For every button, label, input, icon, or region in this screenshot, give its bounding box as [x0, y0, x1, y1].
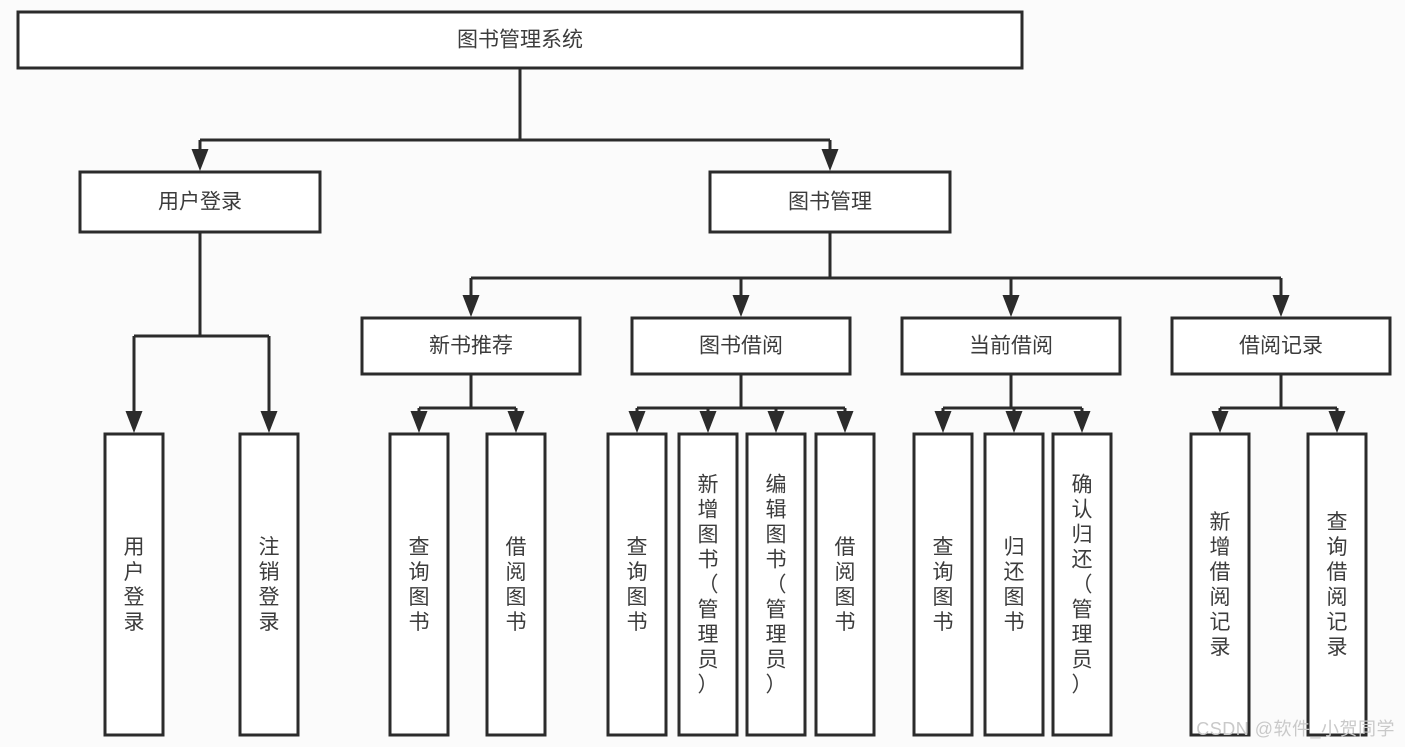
- node-label: 用户登录: [124, 536, 145, 634]
- arrow-head-icon: [410, 411, 428, 433]
- arrow-head-icon: [1328, 411, 1346, 433]
- node-box: [814, 432, 876, 737]
- node-box: [606, 432, 668, 737]
- node-label: 新书推荐: [429, 335, 513, 358]
- node-label: 注销登录: [259, 536, 280, 634]
- arrow-head-icon: [836, 411, 854, 433]
- node-box: [900, 316, 1122, 376]
- node-box: [1189, 432, 1251, 737]
- node-l2-record[interactable]: 借阅记录: [1170, 316, 1392, 376]
- node-box: [1051, 432, 1113, 737]
- node-layer: 图书管理系统用户登录图书管理新书推荐图书借阅当前借阅借阅记录用户登录注销登录查询…: [16, 10, 1392, 737]
- node-box: [103, 432, 165, 737]
- arrow-head-icon: [1211, 411, 1229, 433]
- arrow-head-icon: [628, 411, 646, 433]
- arrow-head-icon: [507, 411, 525, 433]
- node-label: 新增借阅记录: [1210, 511, 1231, 659]
- node-label: 图书借阅: [699, 335, 783, 358]
- node-l2-current[interactable]: 当前借阅: [900, 316, 1122, 376]
- node-leaf-user-login[interactable]: 用户登录: [103, 432, 165, 737]
- node-box: [360, 316, 582, 376]
- node-box: [388, 432, 450, 737]
- node-label: 当前借阅: [969, 335, 1053, 358]
- arrow-head-icon: [699, 411, 717, 433]
- node-leaf-rc-add[interactable]: 新增借阅记录: [1189, 432, 1251, 737]
- node-box: [238, 432, 300, 737]
- node-label: 图书管理: [788, 191, 872, 214]
- node-box: [78, 170, 322, 234]
- node-label: 新增图书（管理员）: [698, 474, 719, 697]
- node-label: 借阅图书: [506, 536, 527, 634]
- node-label: 查询图书: [409, 536, 430, 634]
- node-label: 借阅记录: [1239, 335, 1323, 358]
- node-leaf-logout[interactable]: 注销登录: [238, 432, 300, 737]
- node-leaf-cu-confirm[interactable]: 确认归还（管理员）: [1051, 432, 1113, 737]
- node-label: 借阅图书: [835, 536, 856, 634]
- node-leaf-nb-borrow[interactable]: 借阅图书: [485, 432, 547, 737]
- node-label: 归还图书: [1004, 536, 1025, 634]
- node-box: [677, 432, 739, 737]
- arrow-head-icon: [732, 295, 750, 317]
- node-leaf-bo-edit[interactable]: 编辑图书（管理员）: [745, 432, 807, 737]
- node-label: 图书管理系统: [457, 29, 583, 52]
- arrow-head-icon: [1073, 411, 1091, 433]
- node-label: 确认归还（管理员）: [1072, 474, 1093, 697]
- node-box: [16, 10, 1024, 70]
- watermark-text: CSDN @软件_小贺同学: [1196, 719, 1395, 739]
- node-label: 查询图书: [933, 536, 954, 634]
- arrow-head-icon: [191, 149, 209, 171]
- arrow-head-icon: [934, 411, 952, 433]
- node-label: 查询借阅记录: [1327, 511, 1348, 659]
- node-l2-new-book[interactable]: 新书推荐: [360, 316, 582, 376]
- node-box: [912, 432, 974, 737]
- node-leaf-cu-return[interactable]: 归还图书: [983, 432, 1045, 737]
- node-leaf-bo-query[interactable]: 查询图书: [606, 432, 668, 737]
- arrow-head-icon: [462, 295, 480, 317]
- node-box: [485, 432, 547, 737]
- node-box: [1170, 316, 1392, 376]
- node-l1-user-login[interactable]: 用户登录: [78, 170, 322, 234]
- node-leaf-rc-query[interactable]: 查询借阅记录: [1306, 432, 1368, 737]
- node-leaf-bo-borrow[interactable]: 借阅图书: [814, 432, 876, 737]
- node-box: [708, 170, 952, 234]
- node-box: [745, 432, 807, 737]
- node-label: 编辑图书（管理员）: [766, 474, 787, 697]
- arrow-head-icon: [821, 149, 839, 171]
- arrow-head-icon: [1005, 411, 1023, 433]
- arrow-head-icon: [767, 411, 785, 433]
- node-box: [1306, 432, 1368, 737]
- node-box: [983, 432, 1045, 737]
- node-label: 查询图书: [627, 536, 648, 634]
- node-l1-book-manage[interactable]: 图书管理: [708, 170, 952, 234]
- arrow-head-icon: [1272, 295, 1290, 317]
- arrow-head-icon: [1002, 295, 1020, 317]
- arrow-head-icon: [125, 411, 143, 433]
- node-leaf-nb-query[interactable]: 查询图书: [388, 432, 450, 737]
- node-label: 用户登录: [158, 191, 242, 214]
- node-leaf-cu-query[interactable]: 查询图书: [912, 432, 974, 737]
- arrow-head-icon: [260, 411, 278, 433]
- node-root[interactable]: 图书管理系统: [16, 10, 1024, 70]
- node-leaf-bo-add[interactable]: 新增图书（管理员）: [677, 432, 739, 737]
- connector-layer: [125, 68, 1346, 433]
- node-box: [630, 316, 852, 376]
- node-l2-borrow[interactable]: 图书借阅: [630, 316, 852, 376]
